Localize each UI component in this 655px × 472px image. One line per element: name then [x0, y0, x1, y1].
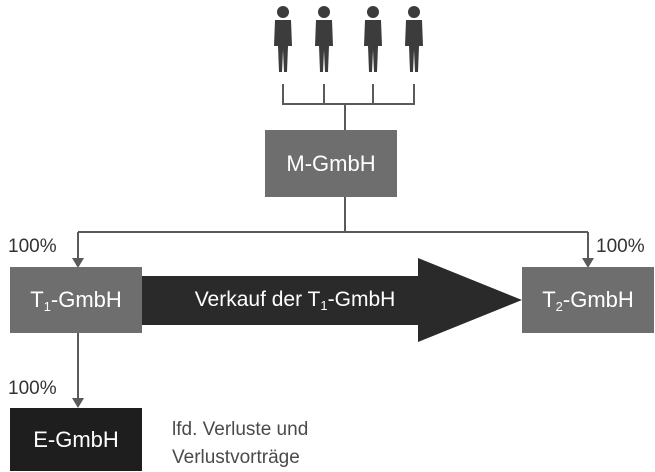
- sale-arrow: [140, 258, 522, 342]
- person-icon: [274, 6, 292, 72]
- m-gmbh-box: M-GmbH: [265, 130, 397, 197]
- shareholder-person-icons: [274, 6, 423, 72]
- person-icon: [364, 6, 382, 72]
- t2-gmbh-box: T2-GmbH: [522, 267, 654, 333]
- connector-lines: [77, 84, 589, 400]
- loss-note-line1: lfd. Verluste und: [172, 419, 309, 440]
- t2-gmbh-label: T2-GmbH: [542, 286, 634, 314]
- sale-arrow-label: Verkauf der T1-GmbH: [194, 288, 396, 313]
- m-gmbh-label: M-GmbH: [286, 150, 376, 176]
- t1-gmbh-box: T1-GmbH: [10, 267, 142, 333]
- person-icon: [315, 6, 333, 72]
- person-icon: [405, 6, 423, 72]
- arrowheads: [72, 258, 594, 408]
- percent-t1: 100%: [8, 236, 57, 257]
- loss-note-line2: Verlustvorträge: [172, 447, 300, 468]
- t1-gmbh-label: T1-GmbH: [30, 286, 122, 314]
- percent-t2: 100%: [596, 236, 645, 257]
- loss-note: lfd. Verluste und Verlustvorträge: [172, 416, 308, 472]
- percent-e: 100%: [8, 378, 57, 399]
- e-gmbh-label: E-GmbH: [33, 426, 119, 452]
- e-gmbh-box: E-GmbH: [10, 408, 142, 471]
